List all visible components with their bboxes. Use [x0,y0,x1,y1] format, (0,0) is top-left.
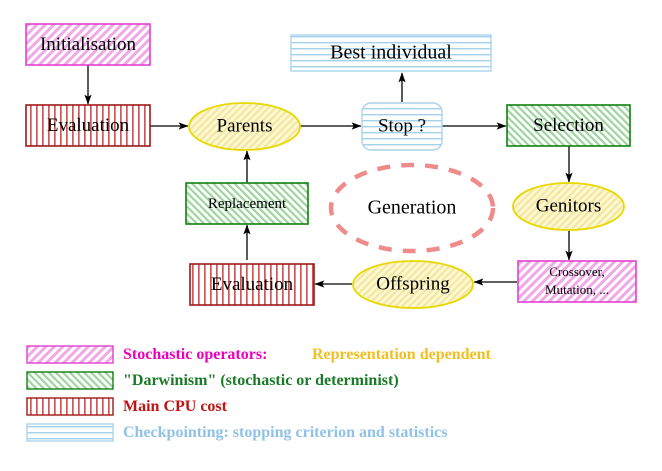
legend-label-darwinism: "Darwinism" (stochastic or determinist) [123,372,399,389]
node-crossover-mutation[interactable]: Crossover, Mutation, ... [517,260,637,303]
best-individual-label: Best individual [330,42,452,64]
crossover-label-line2: Mutation, ... [545,282,609,297]
replacement-box [185,182,309,225]
legend-label-checkpointing: Checkpointing: stopping criterion and st… [123,424,447,441]
node-evaluation-top[interactable]: Evaluation [25,104,151,147]
crossover-mutation-box [517,260,637,303]
legend-label-stochastic-secondary: Representation dependent [312,346,491,363]
generation-ellipse-outline [328,162,496,254]
replacement-label: Replacement [208,196,287,212]
best-individual-box [290,34,492,72]
legend: Stochastic operators: Representation dep… [26,345,491,442]
node-generation[interactable]: Generation [328,162,496,254]
legend-item-darwinism[interactable]: "Darwinism" (stochastic or determinist) [26,371,399,390]
node-parents[interactable]: Parents [188,102,301,151]
legend-swatch-checkpointing [26,423,114,442]
legend-label-stochastic: Stochastic operators: [123,346,267,363]
crossover-label-line1: Crossover, [549,264,604,279]
legend-item-cpu[interactable]: Main CPU cost [26,397,228,416]
initialisation-label: Initialisation [40,34,137,55]
node-stop[interactable]: Stop ? [361,102,443,151]
node-replacement[interactable]: Replacement [185,182,309,225]
selection-box [506,104,631,147]
evaluation-bottom-box [189,263,315,306]
generation-label: Generation [368,197,457,219]
parents-label: Parents [217,115,273,136]
node-initialisation[interactable]: Initialisation [25,23,151,66]
selection-label: Selection [533,115,604,136]
stop-label: Stop ? [378,115,426,136]
node-selection[interactable]: Selection [506,104,631,147]
offspring-ellipse [352,260,474,309]
offspring-label: Offspring [376,273,450,294]
evaluation-top-box [25,104,151,147]
legend-swatch-cpu [26,397,114,416]
node-evaluation-bottom[interactable]: Evaluation [189,263,315,306]
genitors-label: Genitors [536,195,601,216]
edge-layer [84,65,573,288]
initialisation-box [25,23,151,66]
legend-label-cpu: Main CPU cost [123,398,228,415]
node-genitors[interactable]: Genitors [512,182,625,231]
legend-item-stochastic[interactable]: Stochastic operators: Representation dep… [26,345,491,364]
node-best-individual[interactable]: Best individual [290,34,492,72]
legend-swatch-darwinism [26,371,114,390]
legend-swatch-stochastic [26,345,114,364]
parents-ellipse [188,102,301,151]
node-offspring[interactable]: Offspring [352,260,474,309]
evaluation-top-label: Evaluation [47,115,130,136]
genitors-ellipse [512,182,625,231]
evaluation-bottom-label: Evaluation [211,274,294,295]
stop-box [361,102,443,151]
legend-item-checkpointing[interactable]: Checkpointing: stopping criterion and st… [26,423,447,442]
